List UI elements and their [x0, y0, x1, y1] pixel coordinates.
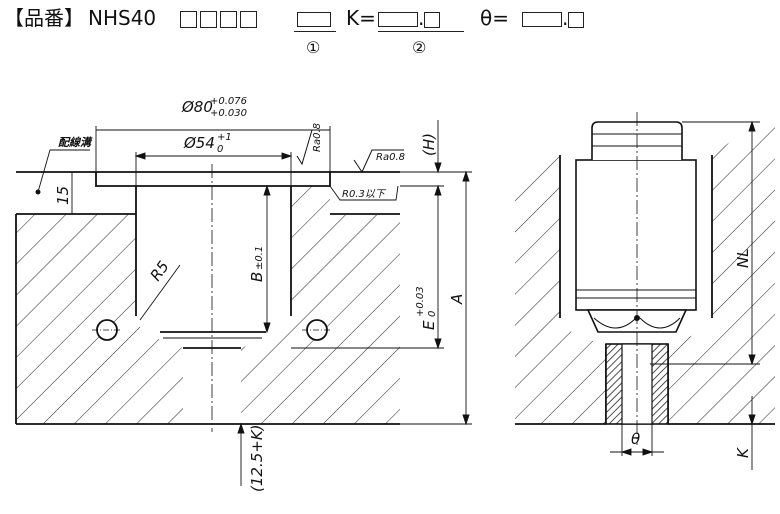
dim-h: (H) [420, 133, 438, 156]
right-section-view: NL K θ [515, 110, 775, 470]
ra-right-label: Ra0.8 [376, 152, 405, 163]
left-body-hatch [16, 186, 400, 424]
dim-a: A [448, 294, 466, 305]
dim-dia54: Ø54 [183, 134, 215, 152]
wiring-groove-label: 配線溝 [58, 136, 93, 149]
dim-theta: θ [631, 430, 640, 448]
k-dot: . [418, 6, 425, 30]
theta-value-boxes[interactable]: . [522, 6, 585, 30]
dim-bottom: (12.5+K) [248, 424, 266, 492]
dim-e: E [420, 320, 438, 330]
option-code-boxes[interactable] [180, 6, 257, 30]
option-box-1[interactable] [297, 6, 331, 30]
dim-15: 15 [54, 186, 72, 205]
ra-top-label: Ra0.8 [312, 123, 323, 152]
left-section-view: 配線溝 15 Ø80 +0.076 +0.030 Ø54 +1 0 Ra0.8 [15, 96, 472, 492]
dim-b-tol: ±0.1 [254, 246, 265, 270]
part-number-header: 【品番】 NHS40 K= . θ= . ① ② [0, 0, 780, 62]
dim-dia80-tol-upper: +0.076 [210, 96, 247, 107]
dim-dia54-tol-upper: +1 [217, 132, 232, 143]
k-label: K= [346, 6, 376, 30]
technical-drawing: 配線溝 15 Ø80 +0.076 +0.030 Ø54 +1 0 Ra0.8 [15, 96, 775, 492]
dim-nl: NL [734, 248, 752, 268]
part-number-prefix: 【品番】 [4, 6, 84, 30]
footnote-marker-2: ② [412, 38, 427, 57]
dim-dia54-tol-lower: 0 [217, 144, 223, 155]
theta-label: θ= [480, 6, 509, 30]
theta-dot: . [562, 6, 569, 30]
dim-dia80: Ø80 [181, 98, 213, 116]
underline-2 [378, 31, 464, 32]
dim-k: K [734, 447, 752, 458]
k-value-boxes[interactable]: . [378, 6, 441, 30]
dim-e-tol-lower: 0 [427, 311, 438, 317]
holder-body [575, 121, 697, 333]
model-number: NHS40 [88, 6, 157, 30]
footnote-marker-1: ① [306, 38, 321, 57]
right-body-hatch [515, 110, 775, 424]
underline-1 [294, 31, 336, 32]
dim-b: B [248, 272, 266, 282]
dim-dia80-tol-lower: +0.030 [210, 108, 247, 119]
r03-label: R0.3以下 [342, 188, 387, 200]
dim-e-tol-upper: +0.03 [415, 286, 426, 317]
